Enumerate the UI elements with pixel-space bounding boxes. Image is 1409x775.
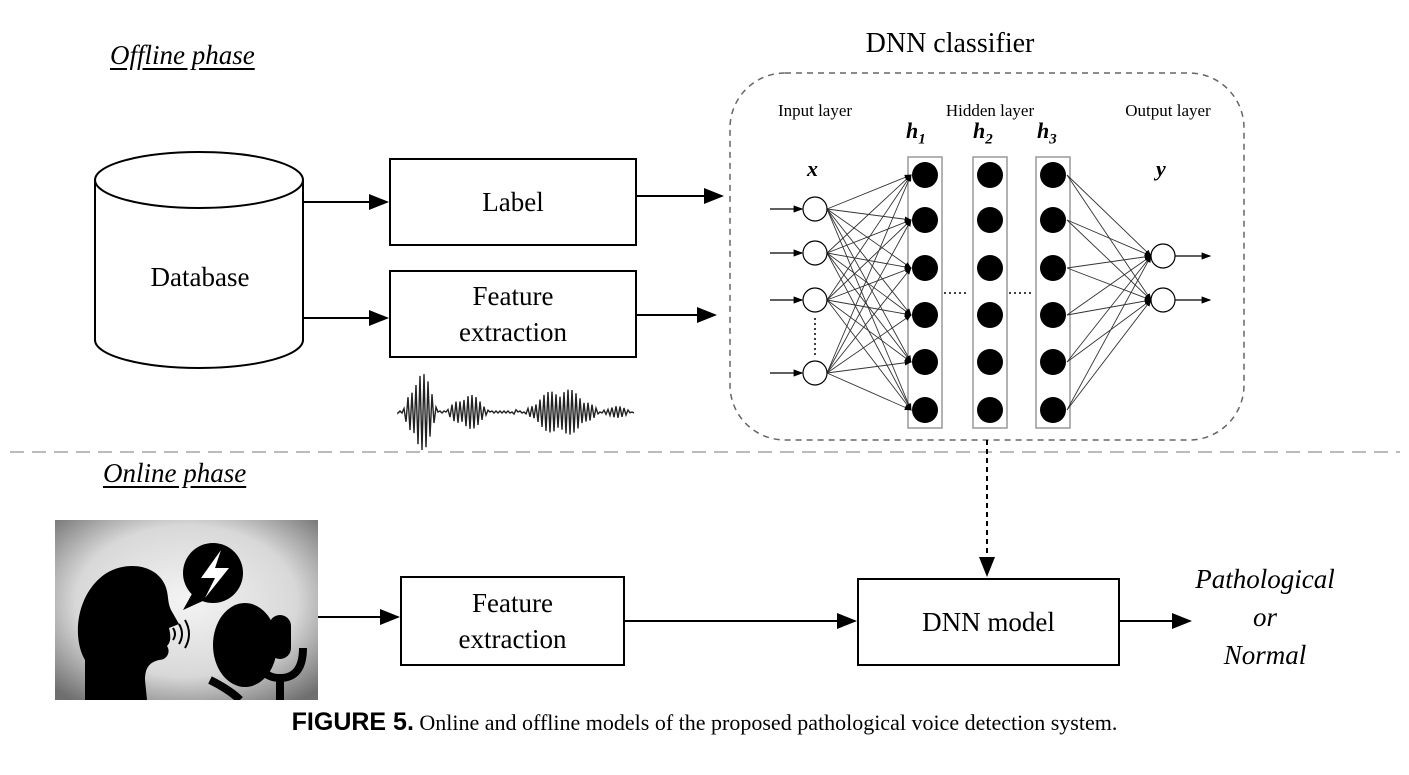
connection-in-h1 — [826, 299, 912, 411]
connection-in-h1 — [826, 299, 912, 363]
waveform-icon — [397, 374, 635, 451]
hidden-node — [1040, 255, 1066, 281]
figure-caption: FIGURE 5. Online and offline models of t… — [0, 708, 1409, 737]
hidden-node — [912, 302, 938, 328]
hidden-variable-h2: h2 — [973, 118, 993, 148]
hidden-node — [912, 162, 938, 188]
connection-h3-out — [1066, 219, 1152, 301]
output-node — [1150, 243, 1176, 269]
microphone-icon — [208, 603, 307, 700]
input-node — [802, 287, 828, 313]
database-label: Database — [150, 262, 250, 292]
speaker-photo — [55, 520, 318, 700]
feature-extraction-online-box: Feature extraction — [400, 576, 625, 666]
connection-in-h1 — [826, 267, 912, 374]
connection-h3-out — [1066, 255, 1152, 316]
h2-sub: 2 — [985, 131, 993, 148]
dnn-model-box: DNN model — [857, 578, 1120, 666]
hidden-node — [912, 397, 938, 423]
hidden-node — [1040, 349, 1066, 375]
speaker-head-icon — [77, 565, 179, 700]
online-phase-title: Online phase — [103, 458, 247, 488]
dnn-model-text: DNN model — [922, 607, 1055, 637]
connection-h3-out — [1066, 299, 1152, 411]
hidden-layer-label: Hidden layer — [945, 101, 1035, 120]
output-variable-y: y — [1156, 156, 1166, 181]
hidden-variable-h1: h1 — [906, 118, 926, 148]
label-box: Label — [389, 158, 637, 246]
input-layer-label: Input layer — [777, 101, 853, 120]
h1-base: h — [906, 118, 919, 143]
h2-base: h — [973, 118, 986, 143]
hidden-node — [977, 162, 1003, 188]
connection-in-h1 — [826, 360, 912, 374]
connection-in-h1 — [826, 174, 912, 210]
connection-in-h1 — [826, 174, 912, 374]
hidden-node — [912, 349, 938, 375]
h1-sub: 1 — [918, 131, 926, 148]
hidden-node — [1040, 397, 1066, 423]
connection-in-h1 — [826, 208, 912, 269]
hidden-layer-box-3 — [1035, 156, 1071, 429]
hidden-node — [977, 255, 1003, 281]
hidden-node — [977, 349, 1003, 375]
hidden-layer-box-2 — [972, 156, 1008, 429]
lightning-speech-bubble-icon — [183, 543, 243, 610]
connection-in-h1 — [826, 174, 912, 301]
connection-h3-out — [1066, 219, 1152, 257]
connection-in-h1 — [826, 219, 912, 254]
hidden-node — [1040, 207, 1066, 233]
hidden-node — [912, 255, 938, 281]
connection-in-h1 — [826, 314, 912, 374]
caption-figure-number: FIGURE 5. — [291, 708, 414, 736]
connection-h3-out — [1066, 267, 1152, 301]
connection-in-h1 — [826, 267, 912, 301]
caption-text: Online and offline models of the propose… — [419, 710, 1118, 735]
hidden-node — [977, 302, 1003, 328]
connection-h3-out — [1066, 174, 1152, 301]
connection-in-h1 — [826, 174, 912, 254]
connection-in-h1 — [826, 219, 912, 374]
output-node — [1150, 287, 1176, 313]
hidden-node — [977, 397, 1003, 423]
connection-h3-out — [1066, 299, 1152, 363]
feature-extraction-offline-box: Feature extraction — [389, 270, 637, 358]
connection-in-h1 — [826, 208, 912, 411]
connection-h3-out — [1066, 255, 1152, 411]
hidden-variable-h3: h3 — [1037, 118, 1057, 148]
connection-h3-out — [1066, 255, 1152, 363]
waveform-trace — [397, 374, 635, 451]
input-node — [802, 196, 828, 222]
connection-in-h1 — [826, 299, 912, 317]
hidden-node — [1040, 302, 1066, 328]
feature-extraction-offline-text: Feature extraction — [459, 281, 567, 347]
connection-h3-out — [1066, 298, 1152, 316]
connection-in-h1 — [826, 219, 912, 301]
input-variable-x: x — [807, 156, 818, 181]
connection-h3-out — [1066, 254, 1152, 269]
hidden-node — [1040, 162, 1066, 188]
hidden-node — [977, 207, 1003, 233]
dnn-classifier-title: DNN classifier — [865, 28, 1035, 59]
feature-extraction-online-text: Feature extraction — [458, 588, 567, 654]
h3-sub: 3 — [1049, 131, 1057, 148]
database-cylinder — [94, 151, 304, 369]
label-box-text: Label — [482, 187, 544, 217]
neural-network — [770, 156, 1212, 429]
connection-h3-out — [1066, 174, 1152, 257]
speaker-photo-svg — [55, 520, 318, 700]
offline-phase-title: Offline phase — [110, 40, 255, 70]
h3-base: h — [1037, 118, 1050, 143]
connection-in-h1 — [826, 208, 912, 363]
connection-in-h1 — [826, 372, 912, 411]
result-label: Pathological or Normal — [1195, 564, 1335, 670]
output-layer-label: Output layer — [1125, 101, 1211, 120]
hidden-layer-box-1 — [907, 156, 943, 429]
speech-waves-icon — [172, 619, 190, 649]
hidden-node — [912, 207, 938, 233]
input-node — [802, 360, 828, 386]
connection-in-h1 — [826, 208, 912, 316]
input-node — [802, 240, 828, 266]
